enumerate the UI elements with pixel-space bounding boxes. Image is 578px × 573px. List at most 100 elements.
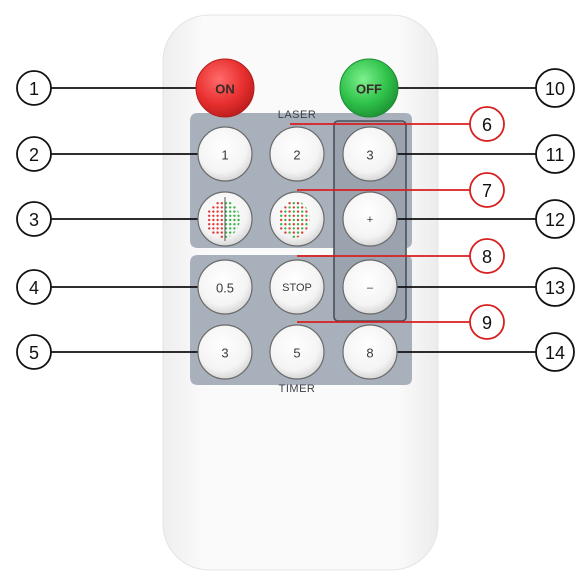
pattern-dot bbox=[233, 210, 236, 213]
pattern-dot bbox=[220, 206, 223, 209]
pattern-dot bbox=[233, 227, 236, 230]
callout-4: 4 bbox=[16, 269, 52, 305]
pattern-dot bbox=[284, 206, 287, 209]
callout-6: 6 bbox=[469, 106, 505, 142]
pattern-dot bbox=[216, 210, 219, 213]
svg-text:14: 14 bbox=[545, 343, 565, 363]
pattern-dot bbox=[212, 227, 215, 230]
laser-1-button[interactable]: 1 bbox=[197, 126, 253, 182]
pattern-dot bbox=[292, 223, 295, 226]
svg-text:4: 4 bbox=[29, 278, 39, 298]
pattern-dot bbox=[220, 231, 223, 234]
pattern-dot bbox=[288, 214, 291, 217]
svg-text:13: 13 bbox=[545, 278, 565, 298]
on-button[interactable]: ON bbox=[195, 58, 255, 118]
pattern-dot bbox=[280, 210, 283, 213]
pattern-dot bbox=[296, 223, 300, 226]
on-label: ON bbox=[215, 82, 235, 97]
pattern-dot bbox=[220, 218, 223, 222]
pattern-dot bbox=[284, 210, 287, 213]
pattern-dot bbox=[292, 202, 295, 205]
off-button[interactable]: OFF bbox=[339, 58, 399, 118]
timer-5-button[interactable]: 5 bbox=[269, 324, 325, 380]
pattern-dot bbox=[284, 218, 287, 222]
pattern-dot bbox=[280, 214, 283, 217]
pattern-dot bbox=[216, 223, 219, 226]
pattern-dot bbox=[292, 210, 295, 213]
laser-1-label: 1 bbox=[221, 148, 228, 163]
plus-button[interactable]: + bbox=[342, 191, 398, 247]
svg-text:9: 9 bbox=[482, 313, 492, 333]
pattern-dot bbox=[229, 223, 232, 226]
pattern-dot bbox=[305, 218, 308, 222]
timer-3-label: 3 bbox=[221, 346, 228, 361]
pattern-dot bbox=[280, 223, 283, 226]
pattern-dot bbox=[229, 214, 232, 217]
pattern-dot bbox=[212, 231, 215, 234]
laser-3-button[interactable]: 3 bbox=[342, 126, 398, 182]
pattern-mixed-button[interactable] bbox=[269, 191, 325, 247]
pattern-dot bbox=[216, 231, 219, 234]
pattern-dot bbox=[208, 223, 211, 226]
pattern-dot bbox=[208, 218, 211, 222]
pattern-split-button[interactable] bbox=[197, 191, 253, 247]
svg-text:8: 8 bbox=[482, 247, 492, 267]
pattern-dot bbox=[292, 227, 295, 230]
pattern-dot bbox=[212, 218, 215, 222]
off-label: OFF bbox=[356, 82, 382, 97]
pattern-dot bbox=[220, 235, 223, 238]
svg-text:7: 7 bbox=[482, 181, 492, 201]
callout-13: 13 bbox=[535, 267, 575, 307]
pattern-dot bbox=[288, 202, 291, 205]
pattern-dot bbox=[237, 214, 240, 217]
timer-8-button[interactable]: 8 bbox=[342, 324, 398, 380]
callout-11: 11 bbox=[535, 134, 575, 174]
pattern-dot bbox=[216, 206, 219, 209]
pattern-dot bbox=[305, 214, 308, 217]
minus-label: – bbox=[367, 282, 374, 294]
pattern-dot bbox=[296, 206, 300, 209]
pattern-dot bbox=[288, 223, 291, 226]
pattern-dot bbox=[216, 227, 219, 230]
pattern-dot bbox=[233, 214, 236, 217]
pattern-dot bbox=[212, 210, 215, 213]
pattern-dot bbox=[296, 202, 300, 205]
pattern-dot bbox=[296, 227, 300, 230]
pattern-dot bbox=[220, 210, 223, 213]
minus-button[interactable]: – bbox=[342, 259, 398, 315]
leader-lines bbox=[48, 87, 538, 353]
svg-text:1: 1 bbox=[29, 79, 39, 99]
timer-label: TIMER bbox=[279, 383, 316, 395]
pattern-dot bbox=[237, 218, 240, 222]
pattern-dot bbox=[220, 227, 223, 230]
pattern-dot bbox=[301, 218, 304, 222]
pattern-dot bbox=[292, 218, 295, 222]
callout-2: 2 bbox=[16, 136, 52, 172]
pattern-dot bbox=[212, 214, 215, 217]
pattern-dot bbox=[212, 206, 215, 209]
callout-5: 5 bbox=[16, 334, 52, 370]
timer-stop-button[interactable]: STOP bbox=[269, 259, 325, 315]
pattern-dot bbox=[229, 210, 232, 213]
pattern-dot bbox=[301, 210, 304, 213]
pattern-dot bbox=[229, 231, 232, 234]
pattern-dot bbox=[292, 214, 295, 217]
plus-label: + bbox=[367, 214, 373, 226]
callout-14: 14 bbox=[535, 332, 575, 372]
svg-text:5: 5 bbox=[29, 343, 39, 363]
pattern-dot bbox=[284, 231, 287, 234]
pattern-dot bbox=[284, 223, 287, 226]
timer-05-button[interactable]: 0.5 bbox=[197, 259, 253, 315]
callout-12: 12 bbox=[535, 199, 575, 239]
pattern-dot bbox=[220, 223, 223, 226]
pattern-dot bbox=[280, 218, 283, 222]
laser-2-button[interactable]: 2 bbox=[269, 126, 325, 182]
pattern-dot bbox=[288, 210, 291, 213]
pattern-dot bbox=[296, 218, 300, 222]
timer-05-label: 0.5 bbox=[216, 281, 234, 296]
timer-3-button[interactable]: 3 bbox=[197, 324, 253, 380]
pattern-dot bbox=[233, 223, 236, 226]
pattern-dot bbox=[229, 202, 232, 205]
laser-3-label: 3 bbox=[366, 148, 373, 163]
svg-text:11: 11 bbox=[546, 145, 565, 165]
